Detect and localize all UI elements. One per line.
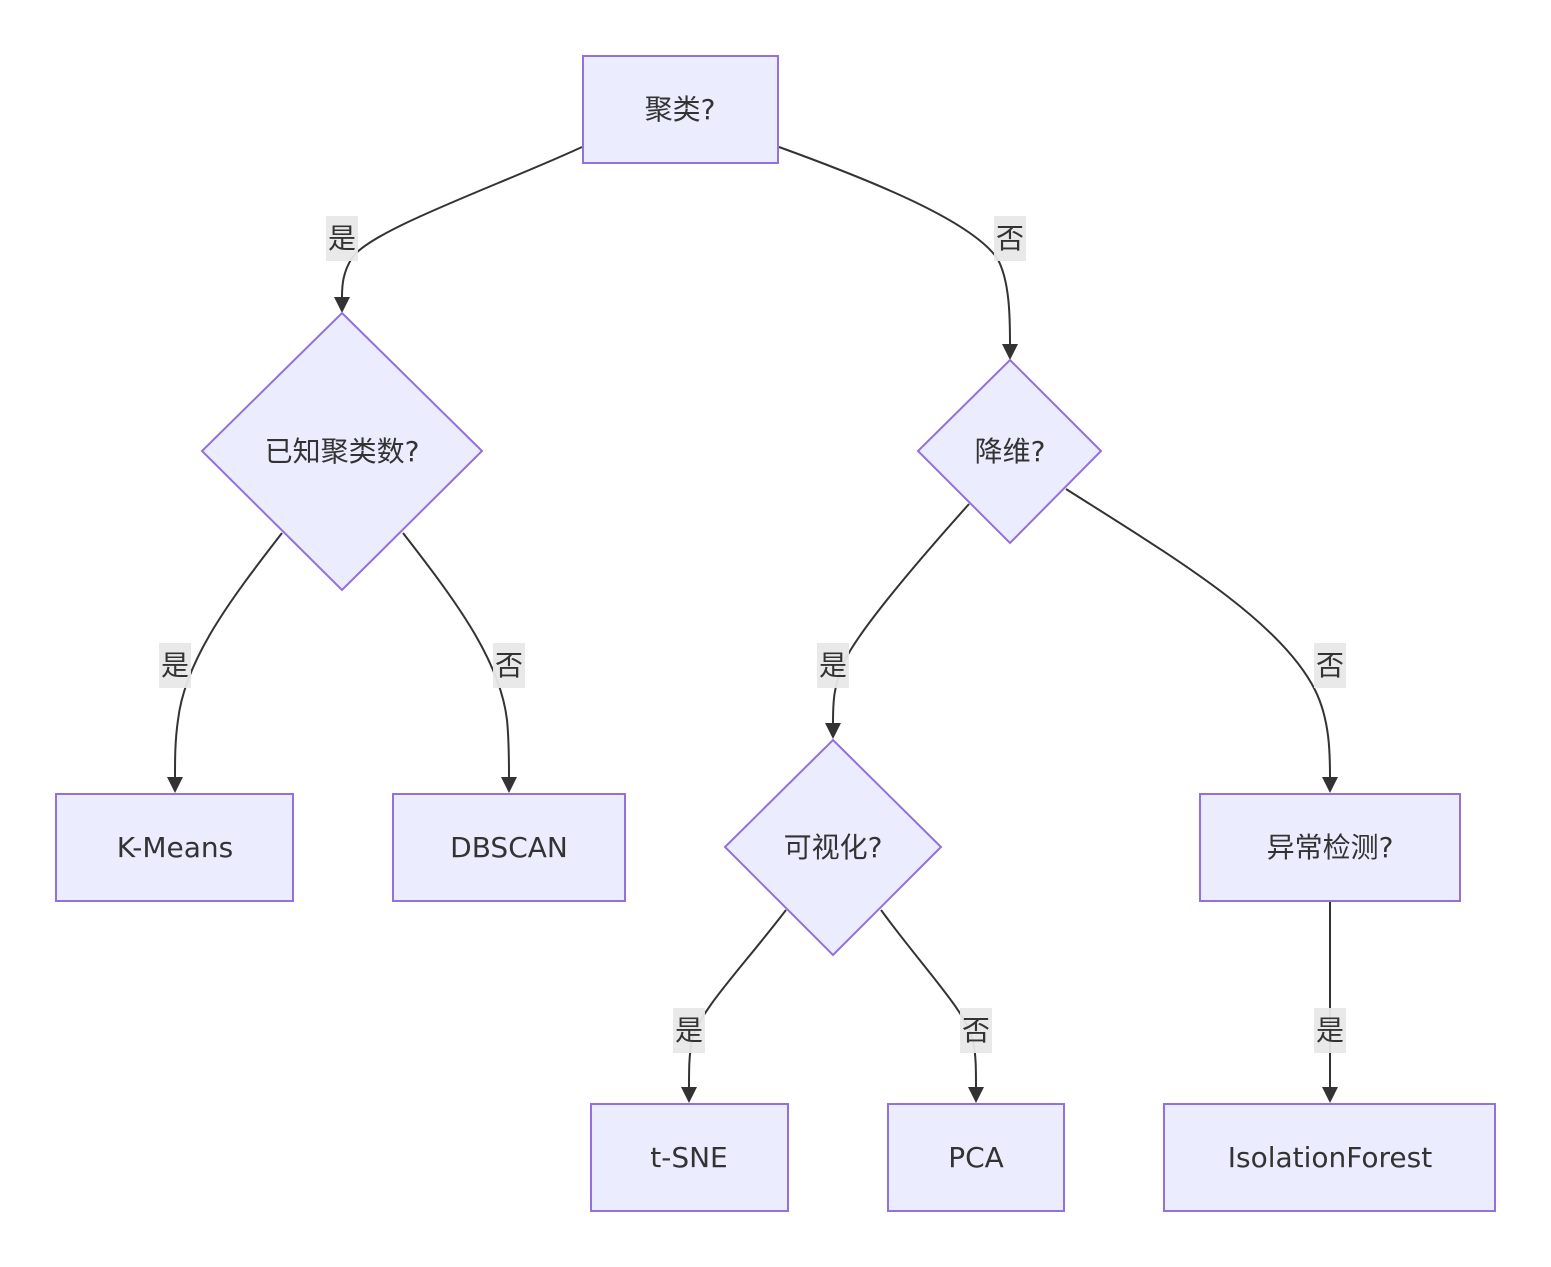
node-visualize: 可视化? [723, 738, 943, 957]
arrowhead-known-k [334, 297, 350, 313]
node-isolation-forest: IsolationForest [1163, 1103, 1496, 1212]
edge-label-text: 是 [1316, 1014, 1344, 1047]
edge-label-known-k-dbscan: 否 [493, 643, 525, 688]
edge-clustering-to-known-k [341, 146, 583, 298]
edge-label-dim-reduction-anomaly: 否 [1314, 643, 1346, 688]
edge-label-text: 否 [495, 649, 523, 682]
node-label: 已知聚类数? [265, 435, 420, 468]
node-clustering: 聚类? [582, 55, 779, 164]
node-label: DBSCAN [450, 831, 568, 864]
edge-label-text: 否 [962, 1014, 990, 1047]
edge-label-clustering-known-k: 是 [326, 216, 358, 261]
node-label: 降维? [975, 435, 1046, 468]
edge-known-k-to-kmeans [174, 532, 283, 778]
node-known-k: 已知聚类数? [200, 311, 484, 592]
edge-labels: 是 否 是 否 是 否 是 否 [159, 216, 1346, 1053]
node-label: K-Means [117, 831, 233, 864]
edges [167, 146, 1338, 1103]
node-label: t-SNE [650, 1141, 728, 1174]
arrowhead-isolation-forest [1322, 1087, 1338, 1103]
node-label: 异常检测? [1267, 831, 1394, 864]
edge-visualize-to-tsne [688, 909, 787, 1088]
nodes: 聚类? 已知聚类数? 降维? K-Means DBSCAN 可视化? [55, 55, 1496, 1212]
edge-label-dim-reduction-visualize: 是 [817, 643, 849, 688]
arrowhead-kmeans [167, 777, 183, 793]
arrowhead-anomaly [1322, 777, 1338, 793]
arrowhead-dbscan [501, 777, 517, 793]
arrowhead-tsne [681, 1087, 697, 1103]
node-anomaly: 异常检测? [1199, 793, 1461, 902]
node-pca: PCA [887, 1103, 1065, 1212]
edge-clustering-to-dim-reduction [778, 146, 1011, 345]
edge-dim-reduction-to-anomaly [1065, 488, 1331, 778]
node-label: PCA [948, 1141, 1004, 1174]
node-tsne: t-SNE [590, 1103, 789, 1212]
edge-visualize-to-pca [880, 909, 977, 1088]
edge-label-text: 是 [819, 649, 847, 682]
edge-label-text: 是 [161, 649, 189, 682]
edge-label-known-k-kmeans: 是 [159, 643, 191, 688]
edge-label-visualize-tsne: 是 [673, 1008, 705, 1053]
arrowhead-pca [968, 1087, 984, 1103]
node-label: 可视化? [784, 831, 883, 864]
node-dbscan: DBSCAN [392, 793, 626, 902]
edge-label-anomaly-isolation-forest: 是 [1314, 1008, 1346, 1053]
arrowhead-dim-reduction [1002, 344, 1018, 360]
edge-dim-reduction-to-visualize [832, 503, 970, 724]
edge-label-text: 是 [675, 1014, 703, 1047]
edge-label-text: 否 [996, 222, 1024, 255]
node-label: 聚类? [645, 93, 716, 126]
node-dim-reduction: 降维? [916, 358, 1103, 545]
node-label: IsolationForest [1228, 1141, 1432, 1174]
edge-label-visualize-pca: 否 [960, 1008, 992, 1053]
edge-label-text: 否 [1316, 649, 1344, 682]
edge-label-clustering-dim-reduction: 否 [994, 216, 1026, 261]
arrowhead-visualize [825, 723, 841, 739]
edge-known-k-to-dbscan [402, 532, 510, 778]
node-kmeans: K-Means [55, 793, 294, 902]
edge-label-text: 是 [328, 222, 356, 255]
